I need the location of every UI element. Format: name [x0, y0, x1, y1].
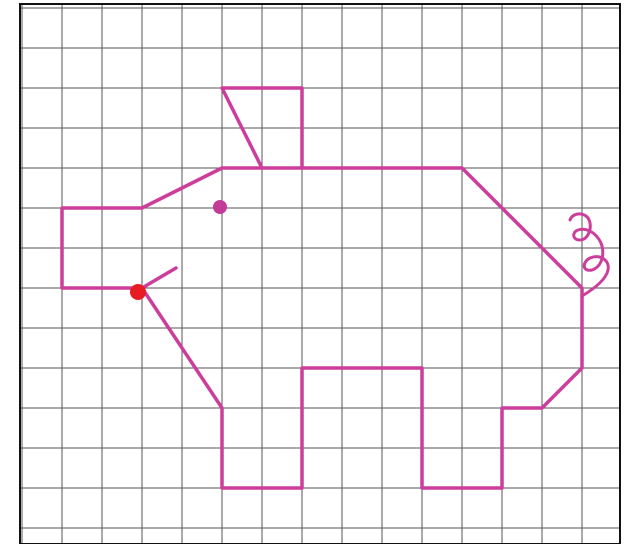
start-point-dot [130, 284, 146, 300]
pig-eye-dot [213, 200, 227, 214]
